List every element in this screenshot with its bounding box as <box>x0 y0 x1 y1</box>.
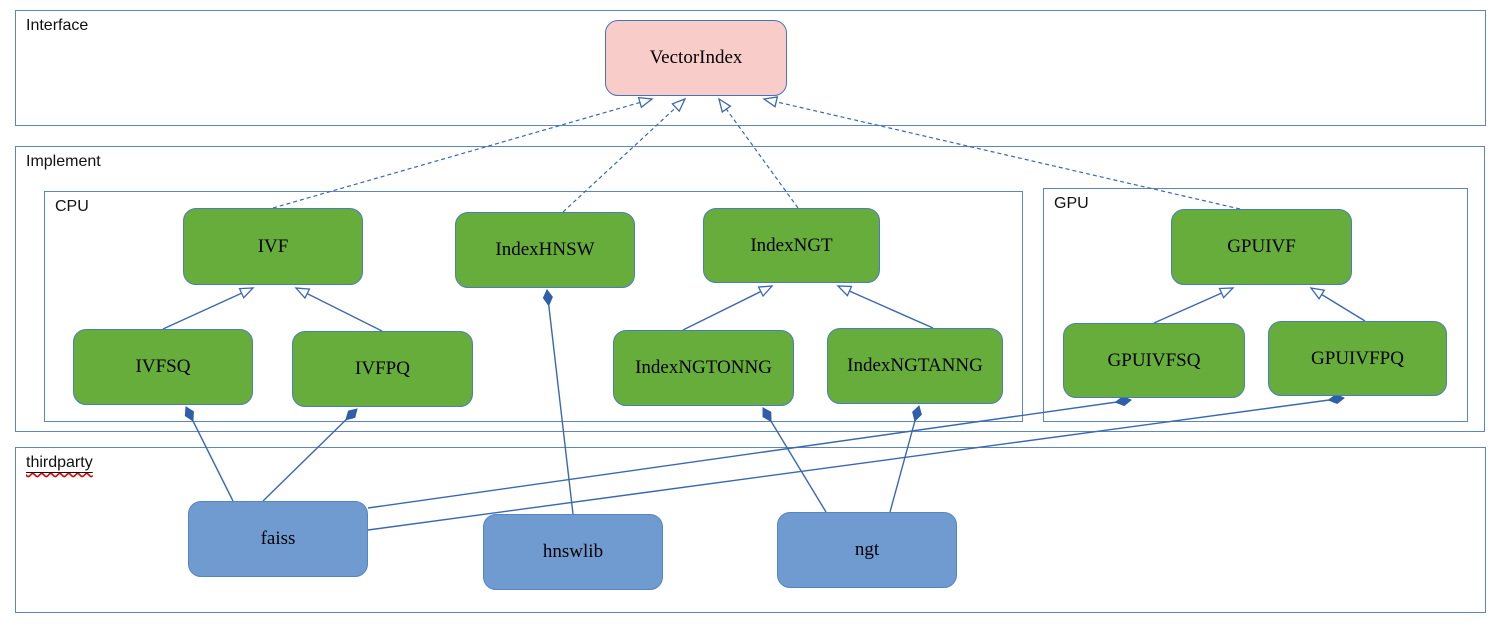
node-label-GPUIVF: GPUIVF <box>1227 236 1296 257</box>
edge-composition-faiss-to-IVFPQ[interactable] <box>262 409 357 502</box>
edge-composition-faiss-to-GPUIVFPQ[interactable] <box>367 398 1344 531</box>
edge-composition-ngt-to-IndexNGTONNG[interactable] <box>762 408 827 513</box>
node-IVFPQ[interactable]: IVFPQ <box>292 331 473 407</box>
node-faiss[interactable]: faiss <box>188 501 368 577</box>
edge-generalization-IndexNGTANNG-to-IndexNGT[interactable] <box>836 285 934 329</box>
container-implement[interactable]: Implement <box>15 146 1485 432</box>
edge-realization-IVF-to-VectorIndex[interactable] <box>272 96 654 209</box>
node-IndexNGTANNG[interactable]: IndexNGTANNG <box>827 328 1003 404</box>
edge-composition-faiss-to-IVFSQ[interactable] <box>186 407 234 502</box>
node-label-ngt: ngt <box>854 539 880 560</box>
edge-composition-hnswlib-to-IndexHNSW[interactable] <box>547 290 574 515</box>
container-label-cpu: CPU <box>55 197 89 216</box>
node-IndexNGT[interactable]: IndexNGT <box>703 208 880 283</box>
container-label-text-implement: Implement <box>26 153 101 170</box>
node-label-IndexNGTANNG: IndexNGTANNG <box>847 355 983 376</box>
edge-generalization-GPUIVFSQ-to-GPUIVF[interactable] <box>1153 287 1235 324</box>
edge-generalization-IVFSQ-to-IVF[interactable] <box>162 287 255 330</box>
container-label-interface: Interface <box>26 16 88 35</box>
node-label-IndexNGTONNG: IndexNGTONNG <box>635 357 772 378</box>
container-label-gpu: GPU <box>1054 194 1089 213</box>
edge-generalization-IndexNGTONNG-to-IndexNGT[interactable] <box>682 285 774 331</box>
edge-generalization-IVFPQ-to-IVF[interactable] <box>294 287 383 332</box>
container-label-text-cpu: CPU <box>55 198 89 215</box>
edge-composition-ngt-to-IndexNGTANNG[interactable] <box>889 406 919 513</box>
node-label-IVFPQ: IVFPQ <box>355 358 410 379</box>
node-label-faiss: faiss <box>260 528 296 549</box>
node-ngt[interactable]: ngt <box>777 512 957 588</box>
edge-generalization-GPUIVFPQ-to-GPUIVF[interactable] <box>1309 287 1366 322</box>
container-label-thirdparty: thirdparty <box>26 453 93 472</box>
node-VectorIndex[interactable]: VectorIndex <box>605 20 787 96</box>
container-label-text-interface: Interface <box>26 17 89 34</box>
container-thirdparty[interactable]: thirdparty <box>15 447 1486 613</box>
node-IndexNGTONNG[interactable]: IndexNGTONNG <box>613 330 794 406</box>
node-label-IVFSQ: IVFSQ <box>135 356 191 377</box>
container-label-implement: Implement <box>26 152 101 171</box>
container-label-text-thirdparty: thirdparty <box>26 454 93 471</box>
node-GPUIVFPQ[interactable]: GPUIVFPQ <box>1268 321 1447 396</box>
container-label-text-gpu: GPU <box>1054 195 1089 212</box>
node-label-IVF: IVF <box>257 235 289 257</box>
node-label-GPUIVFSQ: GPUIVFSQ <box>1107 349 1201 371</box>
node-hnswlib[interactable]: hnswlib <box>483 514 663 590</box>
container-cpu[interactable]: CPU <box>44 191 1023 422</box>
node-GPUIVF[interactable]: GPUIVF <box>1171 209 1352 285</box>
edge-realization-IndexNGT-to-VectorIndex[interactable] <box>717 97 799 209</box>
edge-composition-faiss-to-GPUIVFSQ[interactable] <box>367 400 1131 509</box>
container-gpu[interactable]: GPU <box>1043 188 1468 422</box>
container-interface[interactable]: Interface <box>15 10 1486 126</box>
node-IVFSQ[interactable]: IVFSQ <box>73 329 253 405</box>
node-IndexHNSW[interactable]: IndexHNSW <box>455 212 635 288</box>
node-label-GPUIVFPQ: GPUIVFPQ <box>1311 347 1404 369</box>
node-label-VectorIndex: VectorIndex <box>649 47 743 68</box>
node-label-hnswlib: hnswlib <box>542 541 604 562</box>
node-IVF[interactable]: IVF <box>183 208 363 285</box>
node-label-IndexNGT: IndexNGT <box>750 234 833 256</box>
node-GPUIVFSQ[interactable]: GPUIVFSQ <box>1063 323 1245 398</box>
edge-realization-IndexHNSW-to-VectorIndex[interactable] <box>562 97 687 213</box>
node-label-IndexHNSW: IndexHNSW <box>495 239 595 260</box>
edge-realization-GPUIVF-to-VectorIndex[interactable] <box>762 96 1241 210</box>
